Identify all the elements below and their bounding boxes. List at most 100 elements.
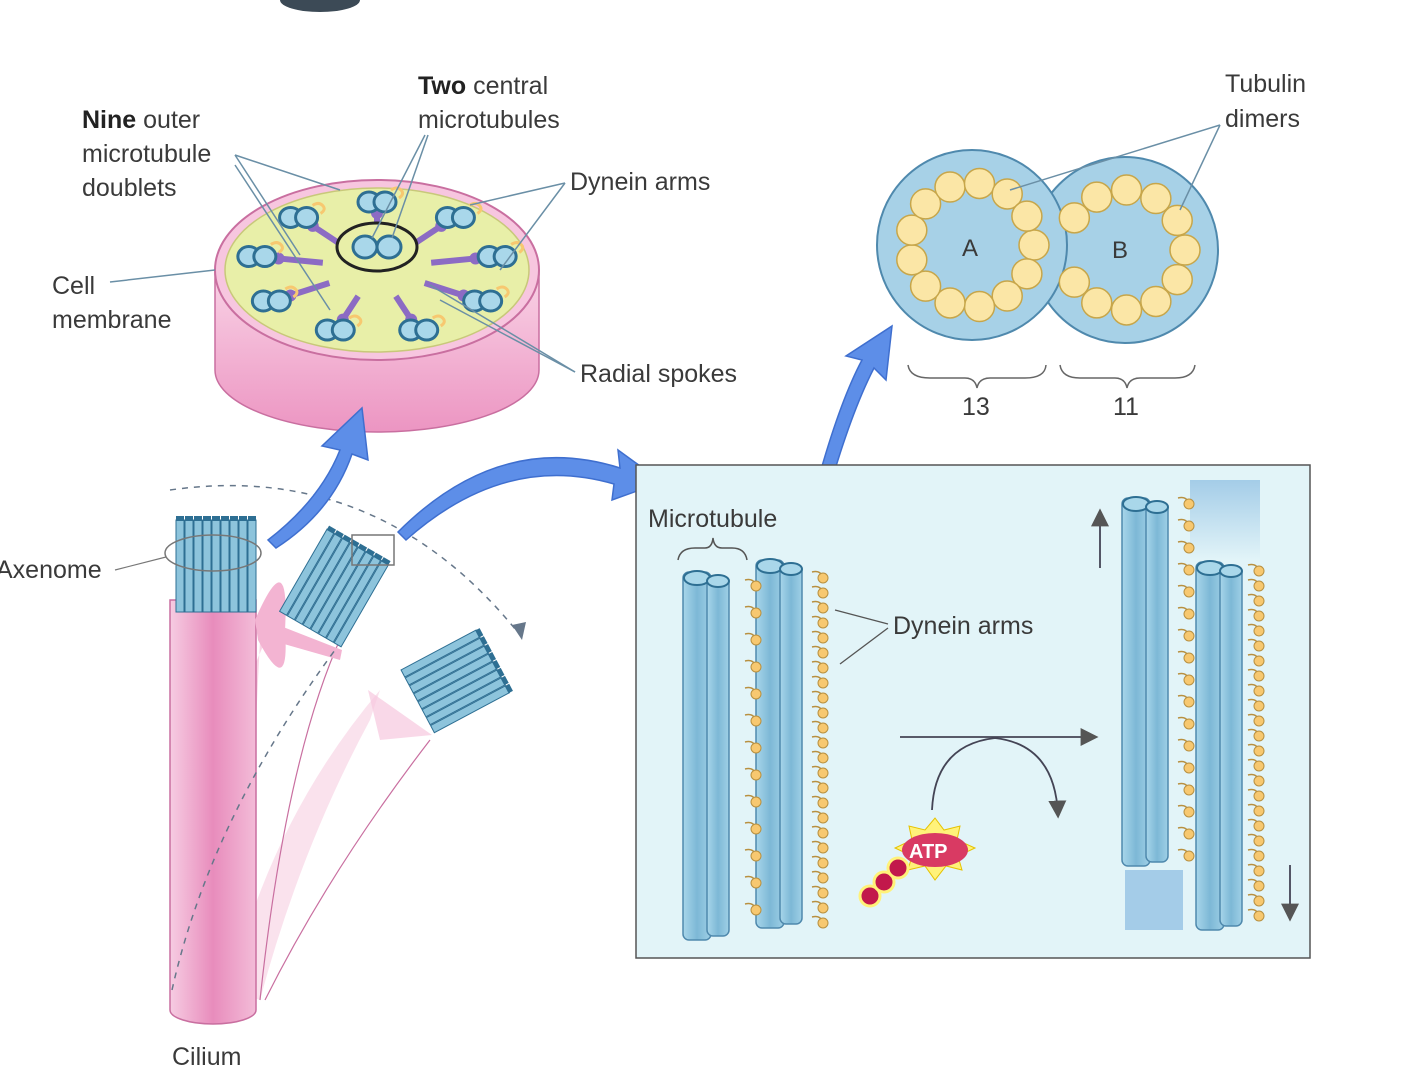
dynein-arm-head — [817, 752, 829, 764]
dynein-arm-head — [1253, 835, 1265, 847]
dynein-arm-head — [1253, 715, 1265, 727]
dynein-arm-head — [817, 647, 829, 659]
tubulin-dimer — [1081, 287, 1113, 319]
inset-dynein-leader-lines — [834, 609, 889, 665]
dynein-arm-head — [1253, 760, 1265, 772]
dynein-arm-head — [750, 796, 762, 808]
axoneme-cross-section — [214, 179, 540, 433]
motion-arrowhead — [512, 622, 526, 640]
dynein-arm-head — [817, 902, 829, 914]
tubulin-dimer — [896, 214, 928, 246]
dynein-arm-head — [1183, 718, 1195, 730]
dynein-arm-head — [750, 742, 762, 754]
outer-microtubule-doublets — [236, 186, 525, 342]
axoneme-microtubule — [247, 519, 257, 613]
tubulin-dimer — [1110, 294, 1143, 326]
tubule-a-protofilaments — [896, 167, 1050, 323]
outer-doublet — [476, 241, 525, 269]
dynein-arm — [431, 314, 446, 328]
dynein-arm-head — [817, 617, 829, 629]
dynein-arm-head — [1183, 784, 1195, 796]
dynein-arm-head — [1253, 580, 1265, 592]
dynein-arm-head — [1253, 640, 1265, 652]
axoneme-bundle-bent — [400, 628, 513, 734]
axoneme-bundle-tilted — [278, 525, 391, 648]
axenome-leader-line — [114, 556, 167, 571]
dynein-arm-head — [1253, 775, 1265, 787]
top-edge-fragment — [280, 0, 360, 12]
inset-microtubule — [1145, 501, 1169, 863]
axoneme-microtubule — [202, 519, 212, 613]
dynein-arm-head — [1183, 828, 1195, 840]
dynein-arm-head — [750, 688, 762, 700]
tubule-b-protofilaments — [1058, 174, 1201, 326]
central-microtubule-pair — [335, 221, 419, 273]
inset-microtubule — [1219, 565, 1243, 927]
dashed-motion-paths — [169, 484, 521, 991]
dynein-arm-head — [817, 812, 829, 824]
dynein-arm — [311, 201, 326, 215]
dynein-arm-head — [750, 580, 762, 592]
arrow-to-inset — [396, 448, 664, 542]
two-label-bold: Two — [418, 72, 466, 100]
dynein-arm-head — [817, 767, 829, 779]
dynein-arm-head — [817, 737, 829, 749]
dynein-arm — [495, 285, 510, 299]
power-stroke-arrow — [931, 737, 1067, 819]
axoneme-microtubule — [211, 519, 221, 613]
nine-outer-label: Nine outer — [82, 106, 200, 134]
dynein-arm-head — [1253, 790, 1265, 802]
tubulin-dimer — [963, 167, 996, 200]
dynein-arm-head — [817, 887, 829, 899]
tubulin-dimer — [909, 188, 942, 220]
inset-doublets-slid — [1121, 496, 1265, 931]
dynein-arm — [510, 241, 525, 254]
dynein-arm-head — [1253, 670, 1265, 682]
dynein-arm-head — [1183, 630, 1195, 642]
dynein-arm-head — [750, 877, 762, 889]
zoom-selection-box — [351, 534, 395, 566]
tubulin-dimer — [1110, 174, 1143, 206]
dynein-arm-head — [817, 722, 829, 734]
protofilament-braces — [907, 364, 1196, 389]
dynein-arm-head — [1183, 564, 1195, 576]
atp-label: ATP — [909, 841, 948, 863]
dynein-arm-head — [817, 662, 829, 674]
tubule-a-count: 13 — [962, 393, 990, 421]
axoneme-bundle-upright — [175, 516, 257, 613]
dynein-arm — [348, 314, 363, 328]
dynein-arm-head — [817, 827, 829, 839]
dynein-arm-head — [1183, 498, 1195, 510]
dynein-arm-head — [817, 857, 829, 869]
tubulin-dimer — [1018, 229, 1050, 261]
two-label-rest: central — [466, 72, 548, 100]
dynein-arm-head — [817, 677, 829, 689]
dynein-arm-head — [817, 782, 829, 794]
sliding-arrows — [900, 508, 1299, 922]
dynein-arm-head — [1253, 910, 1265, 922]
two-label-line2: microtubules — [418, 106, 560, 134]
dynein-arm-head — [1253, 685, 1265, 697]
dynein-arm-head — [750, 823, 762, 835]
dynein-arm-head — [817, 602, 829, 614]
two-central-label: Two central — [418, 72, 548, 100]
dynein-arms-inset-label: Dynein arms — [893, 612, 1033, 640]
dynein-arm-head — [1253, 655, 1265, 667]
tubulin-dimer — [1081, 181, 1113, 213]
tubulin-dimer — [1011, 200, 1043, 232]
dynein-arm-head — [1183, 696, 1195, 708]
dynein-sliding-inset: Microtubule Dynein arms ATP — [635, 464, 1311, 959]
dynein-arm-head — [1253, 565, 1265, 577]
tubulin-dimer — [1140, 182, 1172, 215]
axoneme-microtubule — [229, 519, 239, 613]
nine-label-rest: outer — [136, 106, 200, 134]
dynein-arm-head — [817, 587, 829, 599]
tubulin-dimer — [1169, 234, 1201, 266]
nine-label-line3: doublets — [82, 174, 177, 202]
dynein-arm-head — [1183, 674, 1195, 686]
dynein-arm-head — [1253, 745, 1265, 757]
dynein-arm-head — [1253, 730, 1265, 742]
tubulin-dimer — [1161, 204, 1193, 237]
dynein-arms-top-label: Dynein arms — [570, 168, 710, 196]
